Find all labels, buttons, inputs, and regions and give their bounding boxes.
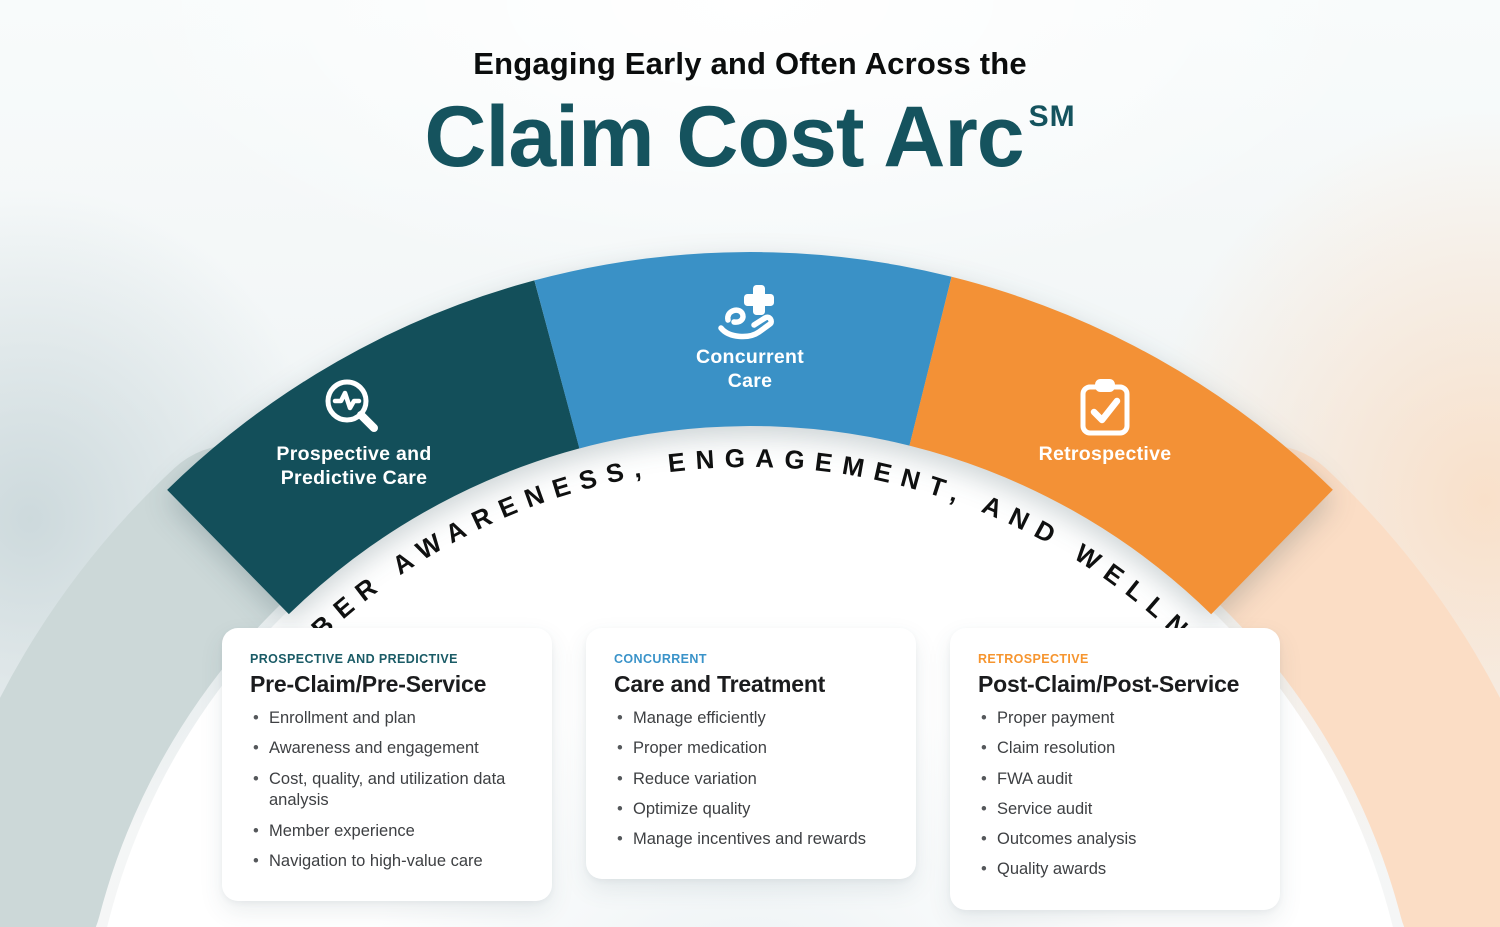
segment-label-prospective: Prospective and Predictive Care <box>234 443 474 491</box>
segment-label-concurrent: Concurrent Care <box>670 346 830 394</box>
card-bullet-list: Proper paymentClaim resolutionFWA auditS… <box>978 708 1256 881</box>
bullet-item: Proper payment <box>978 708 1256 730</box>
service-mark: SM <box>1028 100 1076 133</box>
segment-label-line: Care <box>727 369 773 392</box>
faded-arc-left <box>0 445 319 927</box>
segment-label-line: Predictive Care <box>280 466 428 489</box>
bullet-item: Proper medication <box>614 738 892 760</box>
bullet-item: Awareness and engagement <box>250 738 528 760</box>
pulse-magnifier-icon <box>325 379 378 432</box>
bullet-item: Outcomes analysis <box>978 829 1256 851</box>
card-eyebrow: PROSPECTIVE AND PREDICTIVE <box>250 652 458 666</box>
card-heading: Pre-Claim/Pre-Service <box>250 671 487 697</box>
card-eyebrow: RETROSPECTIVE <box>978 652 1089 666</box>
bullet-item: Member experience <box>250 821 528 843</box>
faded-arc-right <box>1181 445 1500 927</box>
bullet-item: Optimize quality <box>614 799 892 821</box>
bullet-item: Manage incentives and rewards <box>614 829 892 851</box>
bullet-item: Quality awards <box>978 859 1256 881</box>
segment-label-line: Prospective and <box>276 443 432 465</box>
page-title-text: Claim Cost Arc <box>424 89 1024 185</box>
bullet-item: Cost, quality, and utilization data anal… <box>250 769 528 813</box>
hand-plus-icon <box>718 285 774 340</box>
bullet-item: Enrollment and plan <box>250 708 528 730</box>
bullet-item: Service audit <box>978 799 1256 821</box>
card-eyebrow: CONCURRENT <box>614 652 707 666</box>
bullet-item: Manage efficiently <box>614 708 892 730</box>
bullet-item: FWA audit <box>978 769 1256 791</box>
card-prospective-predictive: PROSPECTIVE AND PREDICTIVE Pre-Claim/Pre… <box>222 628 552 902</box>
bullet-item: Claim resolution <box>978 738 1256 760</box>
segment-label-retrospective: Retrospective <box>1005 443 1205 467</box>
clipboard-check-icon <box>1080 379 1130 436</box>
segment-prospective-predictive <box>167 280 581 615</box>
card-concurrent: CONCURRENT Care and Treatment Manage eff… <box>586 628 916 880</box>
bullet-item: Navigation to high-value care <box>250 851 528 873</box>
card-retrospective: RETROSPECTIVE Post-Claim/Post-Service Pr… <box>950 628 1280 910</box>
card-heading: Care and Treatment <box>614 671 826 697</box>
bullet-item: Reduce variation <box>614 769 892 791</box>
card-heading: Post-Claim/Post-Service <box>978 671 1240 697</box>
segment-label-line: Retrospective <box>1038 443 1172 465</box>
card-bullet-list: Enrollment and planAwareness and engagem… <box>250 708 528 873</box>
segment-label-line: Concurrent <box>695 346 805 368</box>
card-bullet-list: Manage efficientlyProper medicationReduc… <box>614 708 892 851</box>
page-subtitle: Engaging Early and Often Across the <box>473 46 1027 81</box>
